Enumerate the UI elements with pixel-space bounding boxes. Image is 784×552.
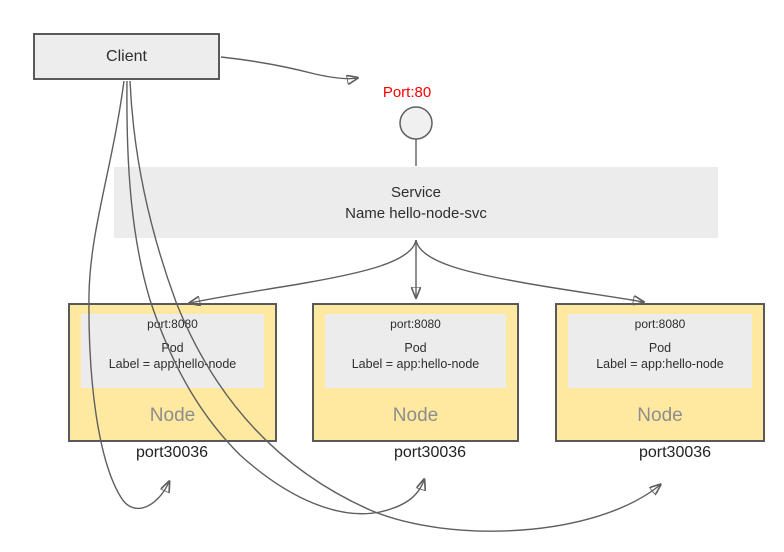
node-box-3: port:8080 Pod Label = app:hello-node Nod… [555,303,765,442]
node-port-label-3: port30036 [638,444,712,461]
node-label-1: Node [149,405,196,426]
client-label: Client [106,47,147,65]
node-label-2: Node [392,405,439,426]
node-box-2: port:8080 Pod Label = app:hello-node Nod… [312,303,519,442]
pod-port-label: port:8080 [147,317,198,331]
service-title: Service [390,183,442,201]
node-box-1: port:8080 Pod Label = app:hello-node Nod… [68,303,277,442]
pod-box-1: port:8080 Pod Label = app:hello-node [81,314,264,388]
pod-selector-label: Label = app:hello-node [108,357,237,371]
node-port-label-2: port30036 [393,444,467,461]
pod-selector-label: Label = app:hello-node [351,357,480,371]
pod-selector-label: Label = app:hello-node [596,357,724,371]
service-to-node1-arrow [190,239,417,303]
service-port-label: Port:80 [382,84,432,101]
service-port-circle [399,106,433,140]
pod-port-label: port:8080 [634,317,686,331]
client-to-port-arrow [220,56,357,79]
service-name: Name hello-node-svc [345,204,487,222]
pod-box-2: port:8080 Pod Label = app:hello-node [325,314,506,388]
pod-title: Pod [404,341,427,355]
service-bar: Service Name hello-node-svc [114,167,718,238]
node-port-label-1: port30036 [135,444,209,461]
pod-title: Pod [648,341,672,355]
pod-port-label: port:8080 [390,317,441,331]
client-box: Client [33,33,220,80]
node-label-3: Node [637,405,683,426]
service-to-node3-arrow [415,239,643,302]
pod-title: Pod [161,341,184,355]
pod-box-3: port:8080 Pod Label = app:hello-node [568,314,752,388]
